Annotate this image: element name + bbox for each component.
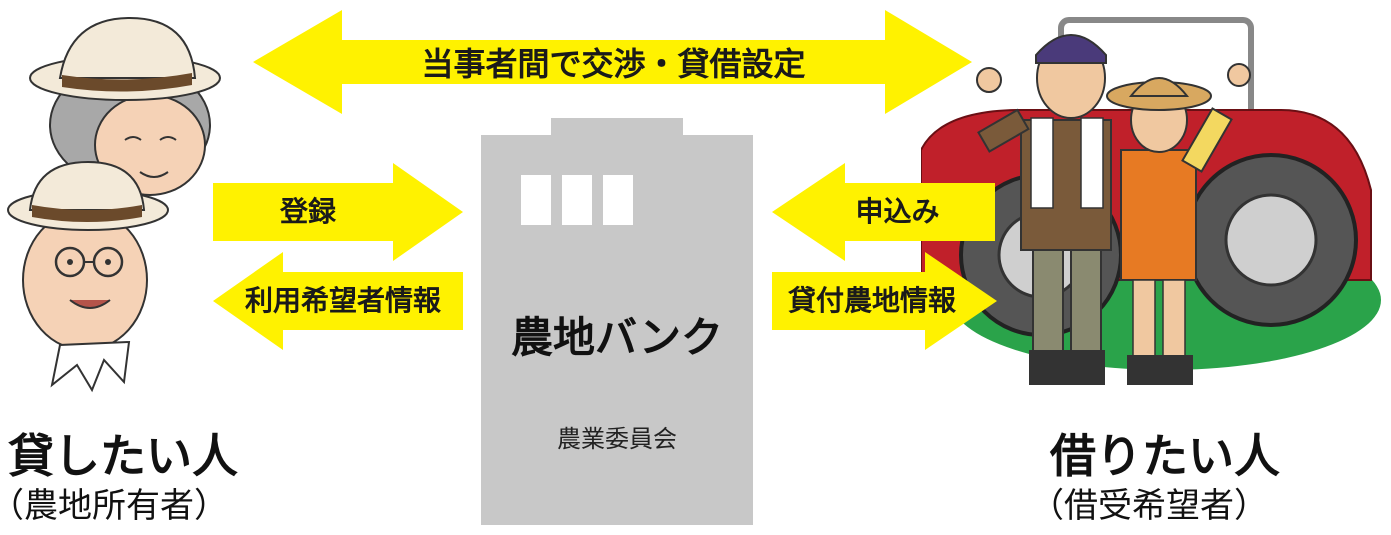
user-info-label: 利用希望者情報 [244, 284, 441, 317]
top-double-arrow [253, 10, 972, 114]
borrower-subtitle: （借受希望者） [1030, 486, 1268, 526]
lender-title: 貸したい人 [8, 429, 238, 483]
building-window [603, 175, 633, 225]
apply-label: 申込み [855, 195, 940, 228]
farmland-info-arrow [772, 252, 997, 350]
building-window [562, 175, 592, 225]
bank-title: 農地バンク [510, 313, 724, 362]
top-arrow-label: 当事者間で交渉・貸借設定 [421, 45, 806, 83]
elderly-woman-figure [29, 16, 221, 196]
borrower-title: 借りたい人 [1050, 429, 1280, 483]
user-info-arrow [213, 252, 463, 350]
farmland-bank-building [481, 118, 753, 525]
young-man-figure [976, 34, 1112, 385]
apply-arrow [772, 163, 995, 261]
young-woman-figure [1106, 63, 1251, 385]
elderly-couple-illustration [7, 16, 221, 393]
farmland-info-label: 貸付農地情報 [787, 284, 956, 317]
lender-subtitle: （農地所有者） [0, 486, 228, 526]
elderly-man-figure [7, 160, 169, 393]
building-window [521, 175, 551, 225]
young-farmers-tractor-illustration [921, 17, 1381, 385]
bank-subtitle: 農業委員会 [557, 425, 677, 453]
register-arrow [213, 163, 463, 261]
register-label: 登録 [279, 195, 336, 228]
